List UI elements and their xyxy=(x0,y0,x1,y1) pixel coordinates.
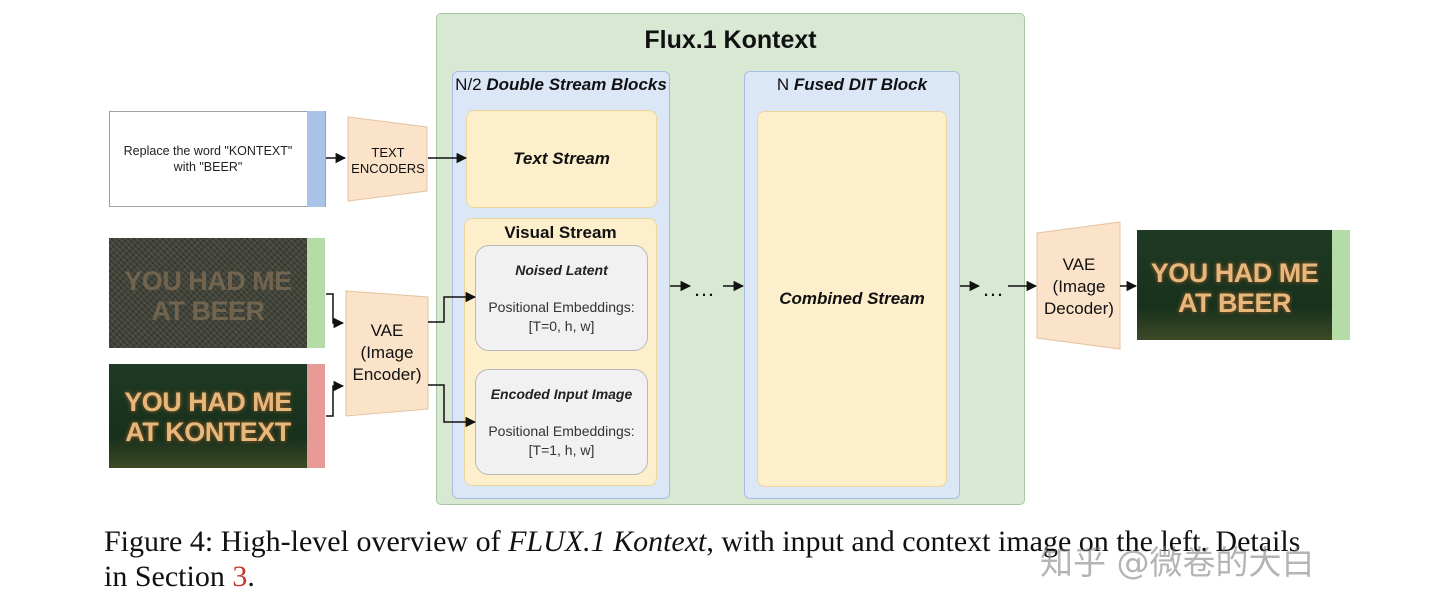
arrow-vae-to-encoded xyxy=(428,384,477,428)
text-encoder-shape xyxy=(347,116,428,202)
noised-latent-pos: Positional Embeddings: [T=0, h, w] xyxy=(476,298,647,336)
ellipsis-between-blocks: … xyxy=(693,276,715,301)
noised-image-line-2: AT BEER xyxy=(151,296,265,326)
prompt-color-strip xyxy=(307,111,325,207)
output-image-line-1: YOU HAD ME xyxy=(1150,258,1319,288)
context-image-line-1: YOU HAD ME xyxy=(124,387,292,417)
noised-latent-title: Noised Latent xyxy=(515,262,608,278)
vae-decoder-line-1: VAE xyxy=(1062,255,1096,274)
context-image-strip xyxy=(307,364,325,468)
caption-line2-prefix: in Section xyxy=(104,560,233,593)
prompt-text: Replace the word "KONTEXT" with "BEER" xyxy=(112,111,304,207)
prompt-box xyxy=(109,111,326,207)
double-stream-prefix: N/2 xyxy=(455,75,487,94)
ellipsis-after-fused: … xyxy=(982,276,1004,301)
vae-encoder-line-1: VAE xyxy=(370,321,404,340)
vae-encoder-line-2: (Image xyxy=(360,343,414,362)
prompt-line-1: Replace the word "KONTEXT" xyxy=(123,144,293,158)
caption-line2-suffix: . xyxy=(247,560,255,593)
arrow-vae-to-noised xyxy=(428,291,477,323)
visual-stream-title: Visual Stream xyxy=(504,223,617,242)
arrow-noised-to-vae xyxy=(326,293,345,329)
context-image-line-2: AT KONTEXT xyxy=(125,417,291,447)
noised-pos-value: [T=0, h, w] xyxy=(528,318,595,334)
text-encoder-line-1: TEXT xyxy=(371,145,405,160)
combined-stream-box: Combined Stream xyxy=(757,111,947,487)
output-image-strip xyxy=(1332,230,1350,340)
noised-image-strip xyxy=(307,238,325,348)
vae-decoder-shape xyxy=(1036,221,1121,350)
double-stream-name: Double Stream Blocks xyxy=(486,75,667,94)
caption-model-name: FLUX.1 Kontext xyxy=(508,525,707,558)
figure-caption: Figure 4: High-level overview of FLUX.1 … xyxy=(104,524,1404,594)
section-ref-link[interactable]: 3 xyxy=(232,560,248,593)
fused-name: Fused DIT Block xyxy=(793,75,928,94)
vae-decoder-line-3: Decoder) xyxy=(1044,299,1114,318)
vae-encoder-line-3: Encoder) xyxy=(352,365,422,384)
watermark-text: 知乎 @微卷的大白 xyxy=(1040,543,1315,582)
output-image-line-2: AT BEER xyxy=(1177,288,1292,318)
vae-encoder-shape xyxy=(345,290,429,417)
text-stream-box: Text Stream xyxy=(466,110,657,208)
vae-decoder-line-2: (Image xyxy=(1052,277,1106,296)
text-encoder-line-2: ENCODERS xyxy=(351,161,425,176)
encoded-pos-value: [T=1, h, w] xyxy=(528,442,595,458)
caption-prefix: Figure 4: High-level overview of xyxy=(104,525,509,558)
encoded-input-pos: Positional Embeddings: [T=1, h, w] xyxy=(476,422,647,460)
encoded-input-card: Encoded Input Image Positional Embedding… xyxy=(475,369,648,475)
prompt-line-2: with "BEER" xyxy=(173,160,243,174)
fused-prefix: N xyxy=(776,75,794,94)
encoded-input-title: Encoded Input Image xyxy=(490,386,633,402)
noised-pos-label: Positional Embeddings: xyxy=(488,299,635,315)
diagram-title: Flux.1 Kontext xyxy=(644,26,817,54)
encoded-pos-label: Positional Embeddings: xyxy=(488,423,635,439)
caption-middle: , with input and context image on the le… xyxy=(706,525,1301,558)
double-stream-title: N/2 Double Stream Blocks xyxy=(452,75,670,95)
noised-image-line-1: YOU HAD ME xyxy=(124,266,292,296)
arrow-context-to-vae xyxy=(326,380,345,417)
fused-dit-title: N Fused DIT Block xyxy=(744,75,960,95)
